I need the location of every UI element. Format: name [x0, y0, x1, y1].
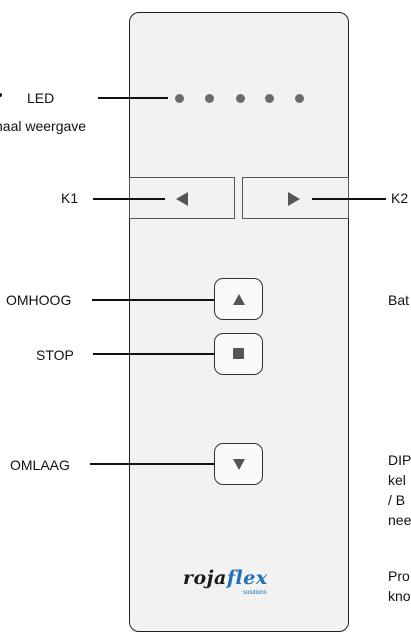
led-leader-line: [98, 97, 168, 99]
bullet-dot: [0, 93, 2, 97]
led-indicator-1: [175, 94, 184, 103]
stop-leader-line: [93, 353, 214, 355]
triangle-down-icon: [233, 459, 245, 470]
k2-leader-line: [312, 198, 386, 200]
triangle-left-icon: [176, 192, 188, 206]
led-label: LED: [27, 90, 55, 106]
stop-button[interactable]: [214, 333, 263, 375]
rojaflex-logo: rojaflex solutions: [183, 567, 293, 601]
down-label: OMLAAG: [10, 457, 70, 473]
battery-text: Bat: [388, 292, 410, 308]
logo-brand-part2: flex: [226, 567, 268, 589]
dip-text-line-4: nee: [388, 512, 411, 528]
led-indicator-4: [265, 94, 274, 103]
down-button[interactable]: [214, 443, 263, 485]
k2-label: K2: [391, 190, 409, 206]
up-button[interactable]: [214, 278, 263, 320]
led-indicator-2: [205, 94, 214, 103]
k1-leader-line: [93, 198, 165, 200]
dip-text-line-1: DIP: [388, 452, 411, 468]
prog-text-line-2: kno: [388, 588, 411, 604]
led-display-label: naal weergave: [0, 118, 87, 134]
logo-brand-part1: roja: [183, 567, 227, 589]
led-indicator-3: [236, 94, 245, 103]
dip-text-line-2: kel: [388, 472, 406, 488]
dip-text-line-3: / B: [388, 492, 406, 508]
triangle-right-icon: [288, 192, 300, 206]
up-label: OMHOOG: [6, 292, 72, 308]
remote-control-body: [129, 12, 349, 632]
stop-label: STOP: [36, 347, 74, 363]
k1-label: K1: [61, 190, 79, 206]
prog-text-line-1: Pro: [388, 568, 410, 584]
led-indicator-5: [295, 94, 304, 103]
down-leader-line: [90, 463, 214, 465]
up-leader-line: [92, 299, 214, 301]
square-stop-icon: [233, 348, 244, 359]
triangle-up-icon: [233, 294, 245, 305]
logo-tagline: solutions: [243, 590, 267, 596]
